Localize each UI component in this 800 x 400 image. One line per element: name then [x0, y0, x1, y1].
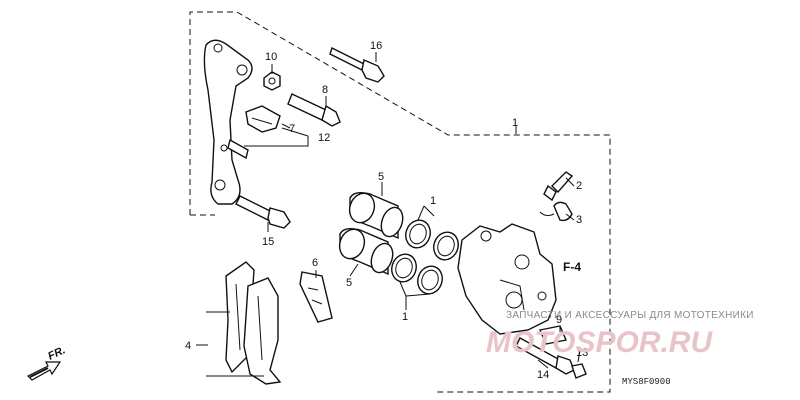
part-5-piston-upper: [348, 191, 404, 240]
callout-15: 15: [262, 236, 274, 248]
watermark-tagline: ЗАПЧАСТИ И АКСЕССУАРЫ ДЛЯ МОТОТЕХНИКИ: [506, 310, 754, 321]
part-5-piston-lower: [338, 227, 394, 276]
part-14-bolt: [515, 337, 575, 375]
callout-9: 9: [556, 314, 562, 326]
callout-10: 10: [265, 51, 277, 63]
callout-13: 13: [576, 347, 588, 359]
caliper-body: [457, 223, 557, 335]
diagram-code: MYS8F0900: [622, 377, 671, 387]
part-4-brake-pads: [225, 261, 282, 385]
part-10-nut: [263, 71, 281, 91]
callout-1-seals-top: 1: [430, 195, 436, 207]
callout-14: 14: [537, 369, 549, 381]
direction-label: FR.: [46, 344, 67, 362]
reference-label: F-4: [563, 260, 581, 274]
callout-8: 8: [322, 84, 328, 96]
callout-1-assembly: 1: [512, 117, 518, 129]
callout-1-seals-bottom: 1: [402, 311, 408, 323]
callout-5-upper: 5: [378, 171, 384, 183]
watermark-brand: MOTOSPOR.RU: [486, 326, 713, 359]
part-13-plug: [571, 363, 587, 379]
callout-7: 7: [289, 123, 295, 135]
callout-6: 6: [312, 257, 318, 269]
part-8-pin: [287, 93, 341, 127]
front-direction-arrow-icon: [26, 361, 62, 381]
part-3-bleeder-cap: [539, 201, 573, 222]
part-12-pin: [227, 138, 249, 160]
part-6-pad-spring: [299, 271, 333, 323]
callout-16: 16: [370, 40, 382, 52]
callout-5-lower: 5: [346, 277, 352, 289]
caliper-assembly-outline: [189, 11, 611, 393]
callout-3: 3: [576, 214, 582, 226]
callout-4: 4: [185, 340, 191, 352]
callout-2: 2: [576, 180, 582, 192]
part-16-bolt: [329, 47, 385, 83]
part-15-bolt: [235, 195, 291, 229]
part-2-bleeder: [543, 171, 574, 202]
caliper-bracket: [203, 39, 253, 205]
part-1-seals: [391, 219, 459, 295]
callout-12: 12: [318, 132, 330, 144]
part-7-clip: [245, 105, 281, 133]
leader-lines: [196, 52, 581, 377]
